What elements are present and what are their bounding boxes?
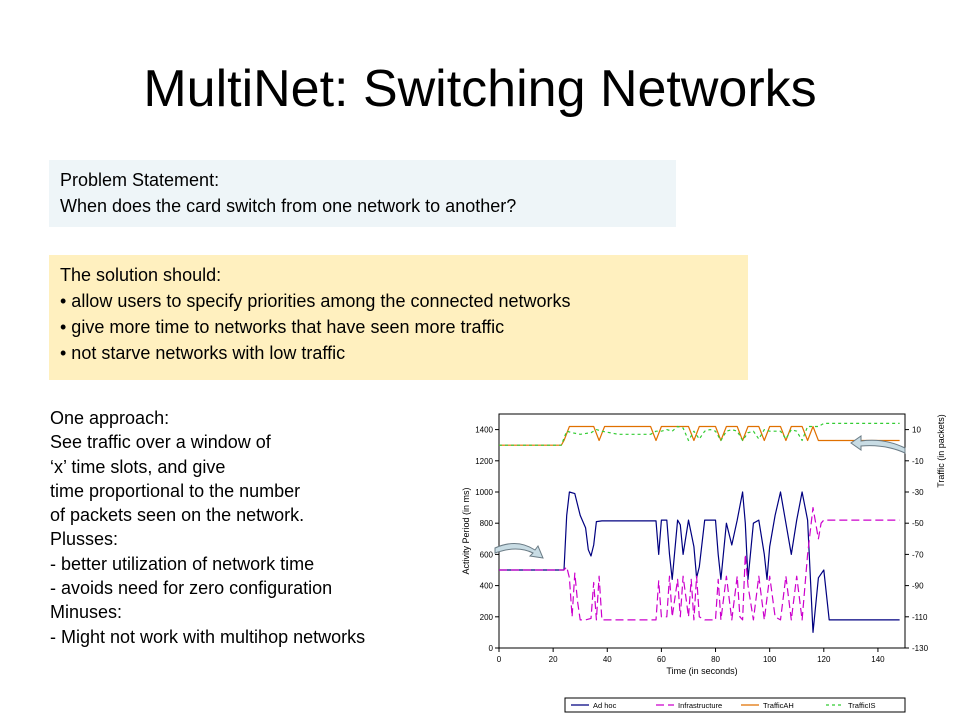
series-line-ad-hoc [499, 491, 900, 633]
legend-label: TrafficIS [848, 701, 876, 710]
y-right-tick-label: -70 [912, 550, 924, 559]
approach-text: One approach: See traffic over a window … [50, 406, 365, 649]
slide-title: MultiNet: Switching Networks [143, 60, 817, 118]
y-left-tick-label: 0 [489, 644, 494, 653]
solution-bullet: • allow users to specify priorities amon… [60, 291, 571, 311]
approach-line: - better utilization of network time [50, 553, 315, 574]
solution-box: The solution should: • allow users to sp… [49, 255, 748, 380]
approach-line: of packets seen on the network. [50, 505, 305, 526]
y-right-tick-label: -130 [912, 644, 929, 653]
y-right-tick-label: 10 [912, 426, 921, 435]
series-line-infrastructure [499, 506, 900, 621]
y-left-tick-label: 200 [480, 613, 494, 622]
legend-label: Ad hoc [593, 701, 617, 710]
legend-label: TrafficAH [763, 701, 794, 710]
x-tick-label: 60 [657, 655, 666, 664]
y-right-tick-label: -110 [912, 613, 928, 622]
y-right-tick-label: -90 [912, 582, 924, 591]
solution-heading: The solution should: [60, 265, 222, 285]
y-right-tick-label: -10 [912, 457, 924, 466]
y-left-tick-label: 1200 [475, 457, 493, 466]
approach-line: - avoids need for zero configuration [50, 578, 333, 599]
x-tick-label: 20 [549, 655, 558, 664]
problem-text: When does the card switch from one netwo… [60, 196, 517, 216]
y-left-axis-label: Activity Period (in ms) [461, 487, 471, 574]
x-tick-label: 0 [497, 655, 502, 664]
approach-line: - Might not work with multihop networks [50, 626, 366, 647]
approach-line: ‘x’ time slots, and give [50, 456, 226, 477]
series-line-trafficah [499, 425, 900, 446]
solution-bullet: • not starve networks with low traffic [60, 343, 346, 363]
y-left-tick-label: 1000 [475, 488, 493, 497]
x-tick-label: 120 [817, 655, 831, 664]
y-right-axis-label: Traffic (in packets) [936, 414, 946, 488]
problem-statement-box: Problem Statement: When does the card sw… [49, 160, 676, 227]
x-tick-label: 40 [603, 655, 612, 664]
x-tick-label: 100 [763, 655, 777, 664]
x-tick-label: 140 [871, 655, 885, 664]
y-left-tick-label: 600 [480, 550, 494, 559]
approach-line: One approach: [50, 408, 170, 428]
x-axis-label: Time (in seconds) [666, 666, 737, 676]
plot-area [498, 413, 906, 649]
series-line-trafficis [499, 422, 900, 446]
approach-line: See traffic over a window of [50, 432, 271, 453]
problem-heading: Problem Statement: [60, 170, 220, 190]
legend-label: Infrastructure [678, 701, 722, 710]
y-right-tick-label: -30 [912, 488, 924, 497]
solution-bullet: • give more time to networks that have s… [60, 317, 505, 337]
y-left-tick-label: 1400 [475, 426, 493, 435]
approach-line: Minuses: [50, 602, 123, 623]
approach-line: time proportional to the number [50, 480, 301, 501]
arrow-left-icon [494, 543, 544, 559]
approach-line: Plusses: [50, 529, 119, 550]
x-tick-label: 80 [711, 655, 720, 664]
legend-box [564, 697, 906, 713]
arrow-right-icon [850, 435, 906, 454]
y-right-tick-label: -50 [912, 519, 924, 528]
y-left-tick-label: 400 [480, 582, 494, 591]
y-left-tick-label: 800 [480, 519, 494, 528]
